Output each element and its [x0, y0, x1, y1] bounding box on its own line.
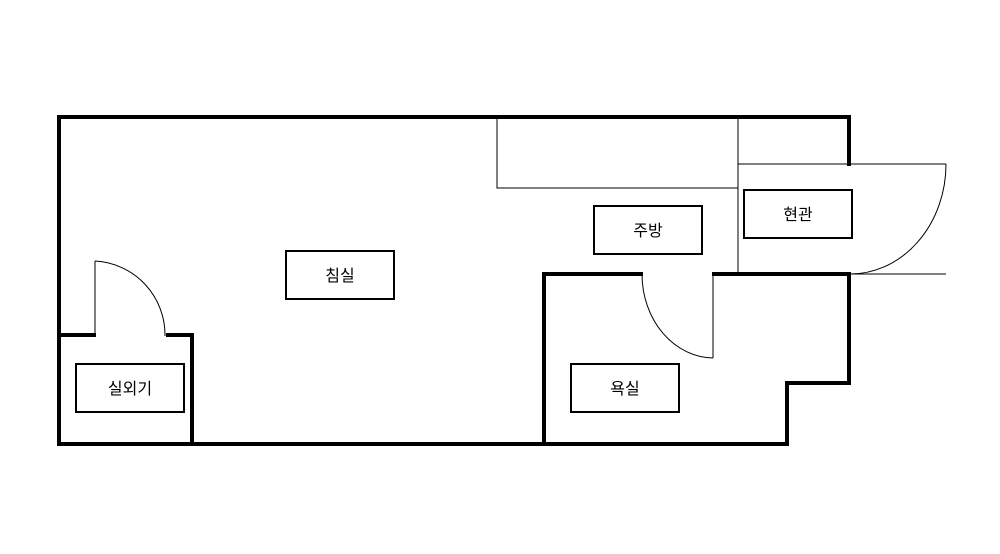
outdoor-unit-label-box: [75, 363, 185, 413]
bathroom-label: 욕실: [570, 363, 680, 413]
entrance-label-text: 현관: [783, 205, 813, 224]
kitchen-label-text: 주방: [633, 221, 663, 240]
doors: [94, 163, 947, 359]
kitchen-label-box: [593, 205, 703, 255]
entrance-label-box: [743, 189, 853, 239]
entrance-door-arc: [847, 163, 947, 275]
bathroom-label-text: 욕실: [610, 379, 639, 398]
room-labels: 침실 주방 현관 욕실 실외기: [75, 189, 853, 413]
bathroom-door-arc: [641, 274, 714, 359]
bedroom-label: 침실: [285, 250, 395, 300]
bedroom-label-text: 침실: [325, 266, 354, 285]
bathroom-label-box: [570, 363, 680, 413]
kitchen-label: 주방: [593, 205, 703, 255]
walls: [57, 115, 851, 446]
outdoor-unit-label: 실외기: [75, 363, 185, 413]
kitchen-counter: [496, 118, 738, 189]
entrance-label: 현관: [743, 189, 853, 239]
bedroom-label-box: [285, 250, 395, 300]
thin-lines: [496, 118, 946, 274]
outdoor-unit-label-text: 실외기: [108, 379, 152, 398]
outdoor-unit-door-arc: [94, 260, 166, 337]
